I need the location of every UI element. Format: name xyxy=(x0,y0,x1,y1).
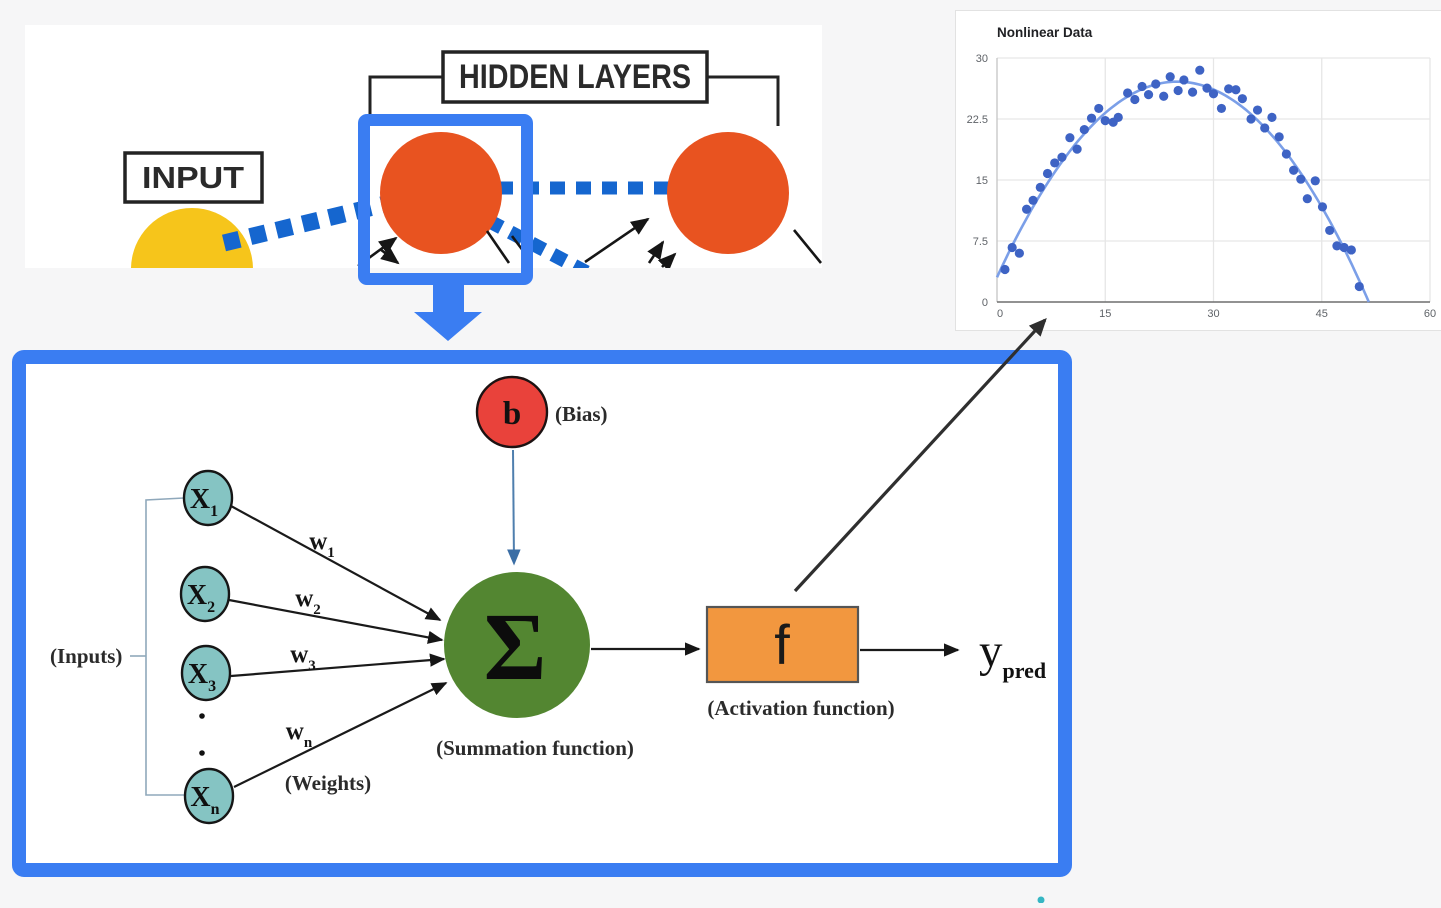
scatter-point xyxy=(1282,149,1291,158)
scatter-point xyxy=(1275,132,1284,141)
scatter-point xyxy=(1174,86,1183,95)
scatter-point xyxy=(1238,94,1247,103)
scatter-point xyxy=(1130,95,1139,104)
y-tick-label: 30 xyxy=(976,53,988,65)
bias-node: b xyxy=(477,377,547,447)
bias-caption: (Bias) xyxy=(555,402,608,426)
scatter-point xyxy=(1065,133,1074,142)
scatter-point xyxy=(1036,183,1045,192)
chart-title: Nonlinear Data xyxy=(997,25,1093,40)
scatter-point xyxy=(1209,89,1218,98)
scatter-point xyxy=(1028,196,1037,205)
hidden-node-2 xyxy=(667,132,789,254)
cursor-dot xyxy=(1038,897,1045,904)
x-tick-label: 0 xyxy=(997,308,1003,320)
nonlinear-data-chart: Nonlinear Data 0 7.5 15 22.5 30 0 15 30 45 60 xyxy=(956,11,1441,331)
scatter-point xyxy=(1050,158,1059,167)
scatter-point xyxy=(1159,92,1168,101)
scatter-point xyxy=(1073,144,1082,153)
summation-node: Σ xyxy=(444,572,590,718)
scatter-point xyxy=(1114,113,1123,122)
inputs-caption: (Inputs) xyxy=(50,644,122,668)
input-node-x1: X1 xyxy=(184,471,232,525)
weights-caption: (Weights) xyxy=(285,771,371,795)
hidden-layers-label: HIDDEN LAYERS xyxy=(459,58,691,96)
scatter-point xyxy=(1057,153,1066,162)
ellipsis-dot xyxy=(199,750,205,756)
scatter-point xyxy=(1289,166,1298,175)
scatter-point xyxy=(1296,175,1305,184)
input-node-xn: Xn xyxy=(185,769,233,823)
summation-caption: (Summation function) xyxy=(436,736,634,760)
x-tick-label: 45 xyxy=(1316,308,1328,320)
input-node xyxy=(131,208,253,330)
scatter-point xyxy=(1303,194,1312,203)
bias-arrow xyxy=(513,450,514,563)
x-tick-label: 30 xyxy=(1207,308,1219,320)
scatter-point xyxy=(1188,88,1197,97)
scatter-point xyxy=(1217,104,1226,113)
scatter-point xyxy=(1123,88,1132,97)
svg-text:Σ: Σ xyxy=(484,593,547,700)
scatter-point xyxy=(1355,282,1364,291)
activation-box: f xyxy=(707,607,858,682)
scatter-point xyxy=(1043,169,1052,178)
x-tick-label: 60 xyxy=(1424,308,1436,320)
activation-caption: (Activation function) xyxy=(707,696,894,720)
ellipsis-dot xyxy=(199,713,205,719)
scatter-point xyxy=(1022,205,1031,214)
y-tick-label: 7.5 xyxy=(973,236,988,248)
svg-text:b: b xyxy=(503,396,521,432)
scatter-point xyxy=(1166,72,1175,81)
scatter-point xyxy=(1231,85,1240,94)
scatter-point xyxy=(1195,66,1204,75)
scatter-point xyxy=(1080,125,1089,134)
svg-text:f: f xyxy=(774,613,790,676)
scatter-point xyxy=(1000,265,1009,274)
scatter-point xyxy=(1267,113,1276,122)
scatter-point xyxy=(1347,245,1356,254)
scatter-point xyxy=(1151,79,1160,88)
input-node-x3: X3 xyxy=(182,646,230,700)
scatter-point xyxy=(1137,82,1146,91)
scatter-point xyxy=(1253,105,1262,114)
scatter-point xyxy=(1246,114,1255,123)
scatter-point xyxy=(1087,114,1096,123)
hidden-node-1 xyxy=(380,132,502,254)
scatter-point xyxy=(1101,116,1110,125)
scatter-point xyxy=(1325,226,1334,235)
scatter-point xyxy=(1318,202,1327,211)
input-label: INPUT xyxy=(142,160,244,195)
scatter-point xyxy=(1311,176,1320,185)
scatter-point xyxy=(1008,243,1017,252)
zoom-in-arrow xyxy=(414,285,482,341)
perceptron-diagram: (Inputs) X1 X2 X3 Xn w1 w2 w3 xyxy=(19,357,1065,870)
y-tick-label: 22.5 xyxy=(967,114,988,126)
scatter-point xyxy=(1144,90,1153,99)
scatter-point xyxy=(1015,249,1024,258)
scatter-point xyxy=(1260,123,1269,132)
y-tick-label: 15 xyxy=(976,175,988,187)
y-tick-label: 0 xyxy=(982,297,988,309)
scatter-point xyxy=(1094,104,1103,113)
scatter-point xyxy=(1179,75,1188,84)
x-tick-label: 15 xyxy=(1099,308,1111,320)
input-node-x2: X2 xyxy=(181,567,229,621)
network-overview-panel: HIDDEN LAYERS INPUT xyxy=(25,25,822,341)
